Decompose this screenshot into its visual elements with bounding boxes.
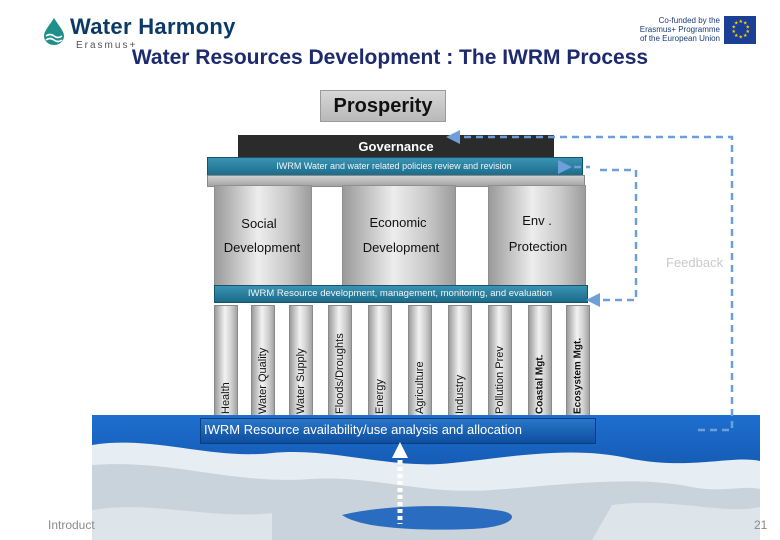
governance-label: Governance [358,139,434,154]
foundation-text: IWRM Resource availability/use analysis … [204,422,522,437]
pillar-economic [342,185,456,287]
prosperity-box: Prosperity [320,90,446,122]
pillar-social-line2: Development [223,240,301,255]
sector-label: Water Quality [257,347,269,414]
sector-health: Health [214,305,238,417]
eu-flag-icon: ★★★ ★★★ ★★★ ★ [724,16,756,44]
foundation-band [200,418,596,444]
svg-text:★: ★ [739,35,744,41]
sector-label: Health [220,382,232,414]
svg-text:★: ★ [732,29,737,35]
governance-roof [238,135,554,157]
sector-agriculture: Agriculture [408,305,432,417]
footer-text: Introduct [48,518,95,532]
pillar-social [214,185,312,287]
sector-label: Water Supply [295,348,307,414]
cofund-text: Co-funded by the Erasmus+ Programme of t… [610,16,720,43]
pillar-economic-line1: Economic [369,215,427,230]
water-drop-icon [44,18,64,45]
svg-text:★: ★ [743,33,748,39]
sector-coastal-management: Coastal Mgt. [528,305,552,417]
cofund-line: Co-funded by the [658,16,720,25]
logo-wordmark: Water Harmony [70,14,236,39]
sector-water-quality: Water Quality [251,305,275,417]
feedback-outer-loop [458,135,734,432]
governance-band-text: IWRM Water and water related policies re… [276,161,512,171]
page-number: 21 [754,518,768,532]
sector-label: Agriculture [414,361,426,414]
svg-text:★: ★ [739,19,744,25]
svg-text:★: ★ [734,21,739,27]
cofund-line: of the European Union [639,34,720,43]
svg-text:★: ★ [743,21,748,27]
logo-subtitle: Erasmus+ [76,40,138,51]
arrow-head-mid [586,293,600,307]
sector-water-supply: Water Supply [289,305,313,417]
pillar-environment-line1: Env . [522,213,552,228]
svg-text:★: ★ [746,29,751,35]
pillar-environment-line2: Protection [508,239,568,254]
sector-label: Energy [374,379,386,414]
upward-arrow-icon [392,442,408,524]
feedback-inner-loop [596,168,638,302]
feedback-label: Feedback [666,255,724,270]
water-harmony-logo: Water Harmony Erasmus+ [40,14,240,51]
feedback-arrows [446,130,734,432]
sector-energy: Energy [368,305,392,417]
pillar-environment [488,185,586,287]
arrow-head-top [446,130,460,144]
sector-ecosystem-management: Ecosystem Mgt. [566,305,590,417]
pillar-economic-line2: Development [362,240,440,255]
sector-pollution-prevention: Pollution Prev [488,305,512,417]
pillar-social-line1: Social [241,216,277,231]
water-ice-graphic [92,415,760,540]
resource-band [214,285,588,303]
sector-floods-droughts: Floods/Droughts [328,305,352,417]
page-title: Water Resources Development : The IWRM P… [131,46,649,69]
sector-label: Floods/Droughts [334,333,346,414]
svg-text:★: ★ [732,25,737,31]
arrow-head-left [558,160,572,174]
cofund-line: Erasmus+ Programme [639,25,720,34]
resource-band-text: IWRM Resource development, management, m… [247,288,553,299]
svg-text:★: ★ [746,25,751,31]
svg-text:★: ★ [734,33,739,39]
